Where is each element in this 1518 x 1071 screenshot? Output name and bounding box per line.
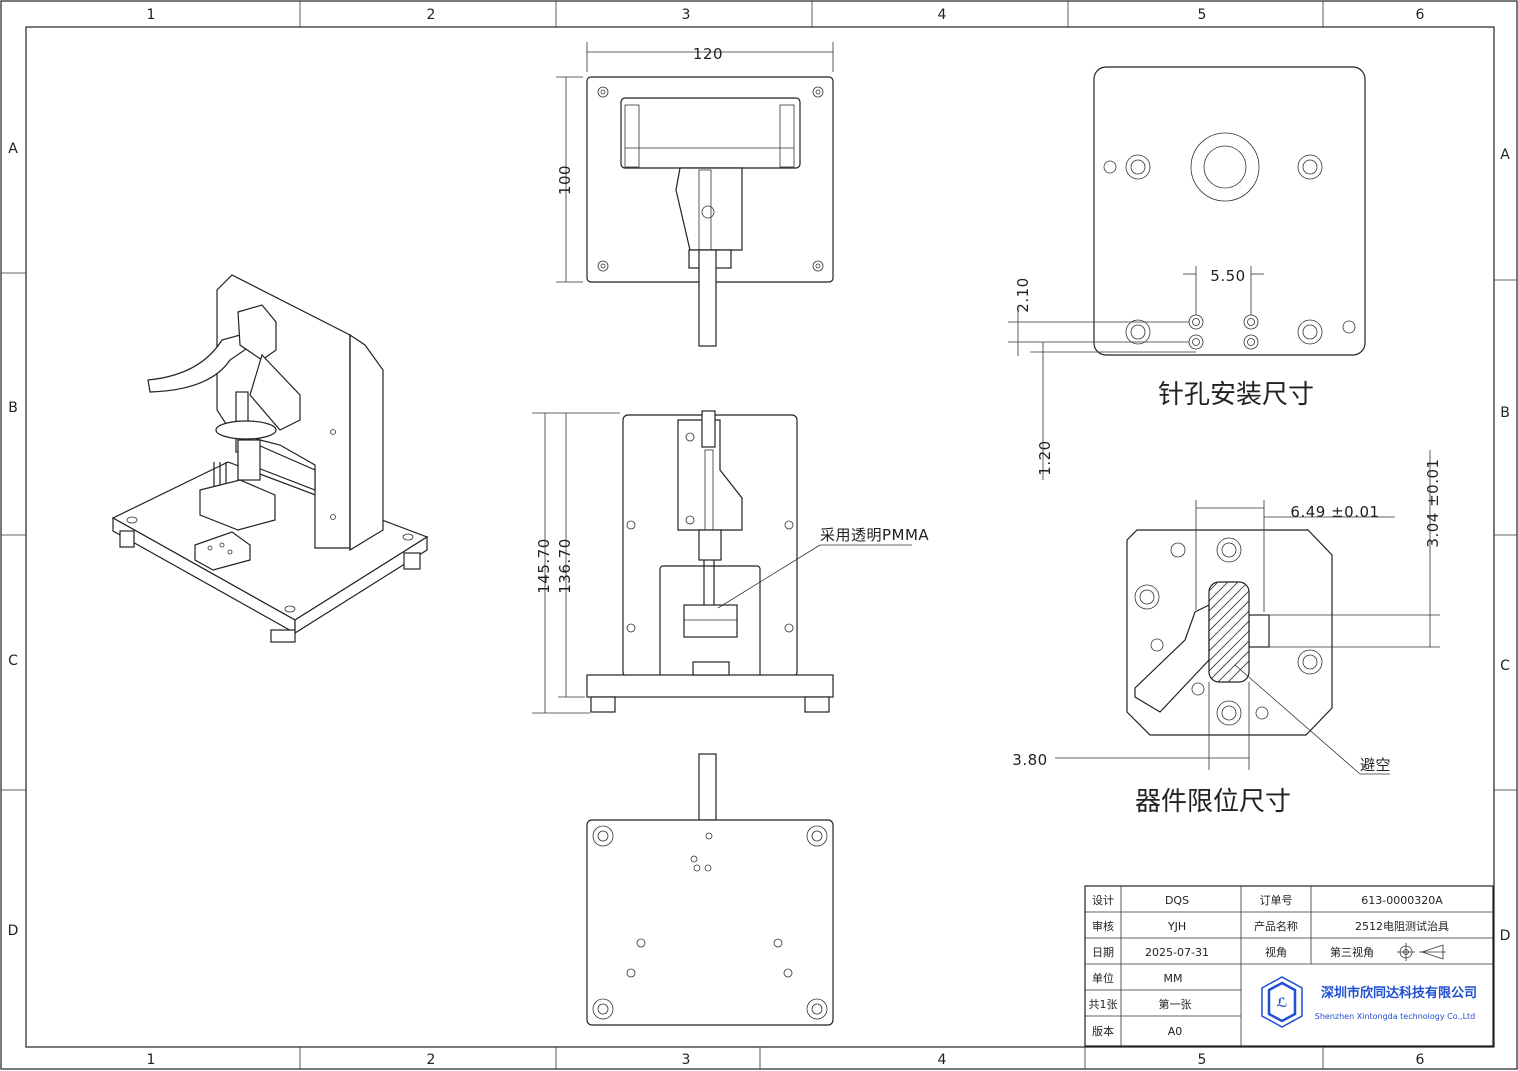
front-outer-dim: 145.70 — [535, 538, 553, 594]
zone-col-4-bottom: 4 — [938, 1052, 947, 1068]
zone-labels: 1 2 3 4 5 6 1 2 3 4 5 6 A B C D A B C D — [8, 7, 1511, 1068]
svg-text:ℒ: ℒ — [1276, 996, 1287, 1011]
device-width-dim: 6.49 ±0.01 — [1290, 503, 1379, 521]
projection-symbol-icon — [1397, 943, 1446, 961]
device-limit-detail: 6.49 ±0.01 3.04 ±0.01 3.80 避空 器件限位尺寸 — [1012, 450, 1442, 817]
device-limit-title: 器件限位尺寸 — [1135, 787, 1291, 817]
pin-hole-detail: 5.50 2.10 1.20 针孔安装尺寸 — [1008, 66, 1366, 480]
tb-order-label: 订单号 — [1260, 894, 1293, 907]
tb-view-label: 视角 — [1265, 945, 1287, 959]
tb-product-label: 产品名称 — [1254, 919, 1298, 933]
zone-row-c: C — [8, 653, 18, 669]
tb-product-value: 2512电阻测试治具 — [1355, 919, 1449, 933]
tb-view-value: 第三视角 — [1330, 945, 1374, 959]
zone-col-2-bottom: 2 — [427, 1052, 436, 1068]
zone-row-c-right: C — [1500, 658, 1510, 674]
tb-date-label: 日期 — [1092, 946, 1114, 959]
zone-col-6-bottom: 6 — [1416, 1052, 1425, 1068]
company-name-cn: 深圳市欣同达科技有限公司 — [1321, 985, 1477, 1001]
zone-col-2: 2 — [427, 7, 436, 23]
top-width-dim: 120 — [693, 45, 723, 63]
zone-row-a-right: A — [1500, 147, 1510, 163]
zone-col-4: 4 — [938, 7, 947, 23]
front-inner-dim: 136.70 — [556, 538, 574, 594]
tb-version-label: 版本 — [1092, 1024, 1114, 1038]
device-left-dim: 3.80 — [1012, 751, 1047, 769]
tb-review-label: 审核 — [1092, 919, 1114, 933]
material-note: 采用透明PMMA — [820, 526, 929, 544]
tb-version-value: A0 — [1168, 1025, 1183, 1038]
top-height-dim: 100 — [556, 165, 574, 195]
pin-hole-title: 针孔安装尺寸 — [1158, 380, 1314, 410]
company-logo-icon: ℒ — [1261, 976, 1303, 1028]
zone-col-1-bottom: 1 — [147, 1052, 156, 1068]
tb-sheets-value: 第一张 — [1159, 997, 1192, 1011]
tb-design-label: 设计 — [1092, 894, 1114, 907]
zone-col-6: 6 — [1416, 7, 1425, 23]
zone-col-3: 3 — [682, 7, 691, 23]
relief-note: 避空 — [1360, 756, 1391, 774]
zone-col-1: 1 — [147, 7, 156, 23]
zone-row-d-right: D — [1500, 928, 1511, 944]
zone-row-d: D — [8, 923, 19, 939]
zone-col-5-bottom: 5 — [1198, 1052, 1207, 1068]
isometric-view — [111, 274, 429, 643]
pin-spacing-dim: 5.50 — [1210, 267, 1245, 285]
tb-date-value: 2025-07-31 — [1145, 946, 1209, 959]
tb-unit-value: MM — [1164, 972, 1183, 985]
pin-offset-dim: 1.20 — [1036, 440, 1054, 475]
tb-design-value: DQS — [1165, 894, 1189, 907]
device-height-dim: 3.04 ±0.01 — [1424, 458, 1442, 547]
tb-review-value: YJH — [1167, 920, 1186, 933]
tb-sheets-label: 共1张 — [1089, 998, 1118, 1011]
pin-vertical-dim: 2.10 — [1014, 277, 1032, 312]
top-view: 120 100 — [556, 42, 834, 347]
zone-row-a: A — [8, 141, 18, 157]
company-name-en: Shenzhen Xintongda technology Co.,Ltd — [1315, 1012, 1475, 1021]
front-view: 145.70 136.70 采用透明PMMA — [532, 410, 929, 714]
zone-row-b: B — [8, 400, 18, 416]
zone-col-3-bottom: 3 — [682, 1052, 691, 1068]
title-block: 设计 DQS 审核 YJH 日期 2025-07-31 单位 MM 共1张 第一… — [1084, 885, 1494, 1047]
zone-row-b-right: B — [1500, 405, 1510, 421]
bottom-view — [586, 753, 834, 1026]
tb-order-value: 613-0000320A — [1361, 894, 1443, 907]
zone-col-5: 5 — [1198, 7, 1207, 23]
tb-unit-label: 单位 — [1092, 971, 1114, 985]
